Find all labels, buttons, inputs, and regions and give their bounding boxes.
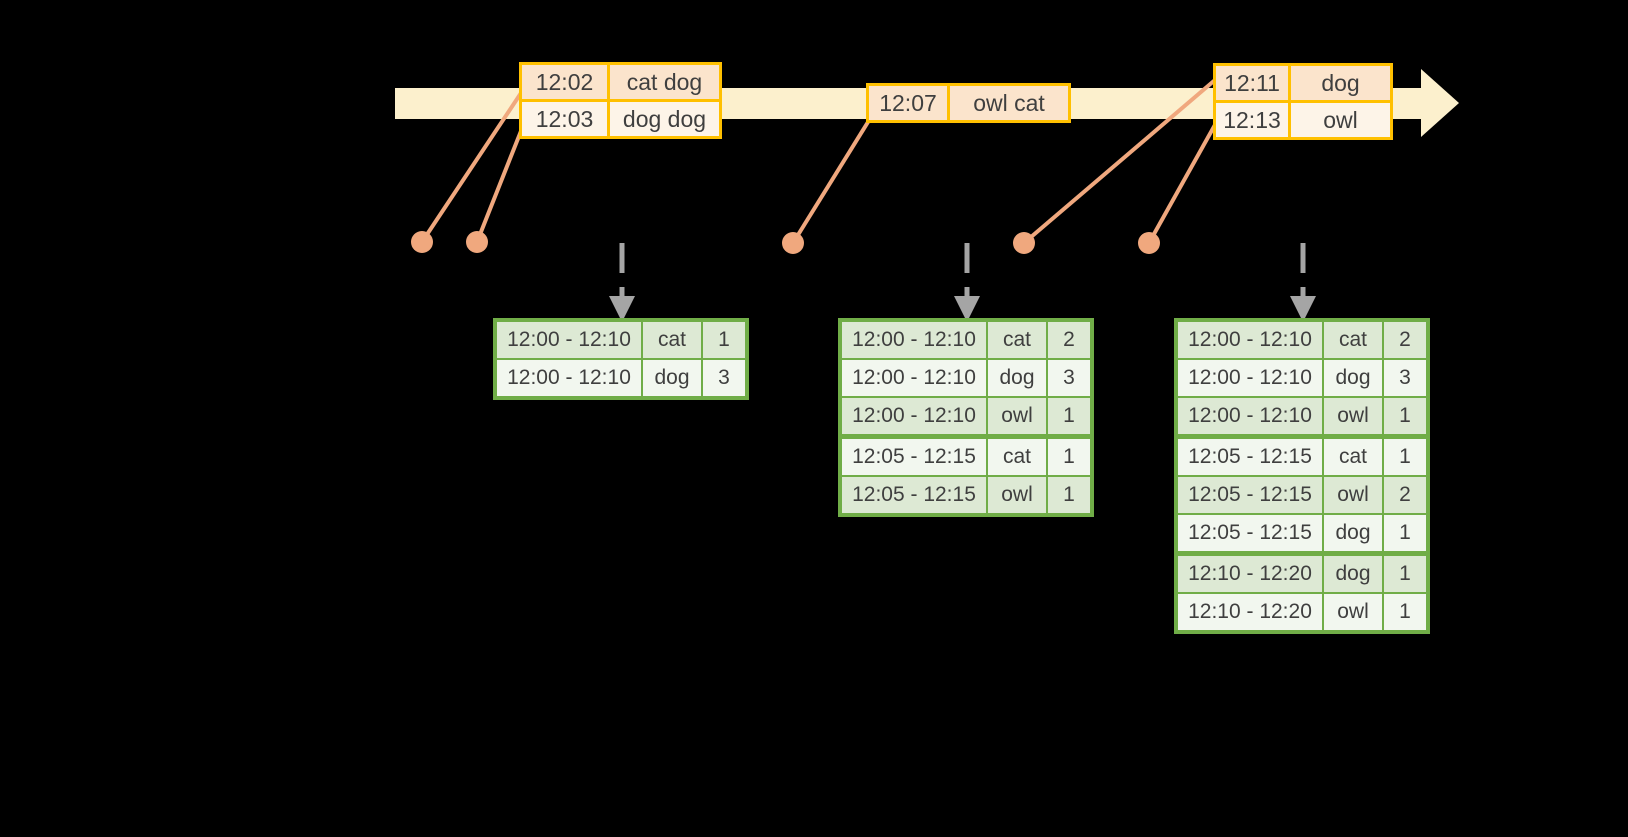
result-count: 2 — [1048, 322, 1090, 358]
result-count: 2 — [1384, 477, 1426, 513]
result-window: 12:05 - 12:15 — [842, 477, 986, 513]
result-window: 12:00 - 12:10 — [842, 360, 986, 396]
result-window: 12:00 - 12:10 — [497, 360, 641, 396]
result-word: owl — [988, 477, 1046, 513]
result-count: 1 — [1384, 594, 1426, 630]
event-dots — [411, 231, 1160, 254]
result-word: owl — [988, 398, 1046, 434]
event-words: cat dog — [610, 65, 719, 99]
result-word: cat — [988, 439, 1046, 475]
event-words: dog — [1291, 66, 1390, 100]
result-window: 12:00 - 12:10 — [842, 322, 986, 358]
result-window: 12:00 - 12:10 — [1178, 322, 1322, 358]
result-window: 12:05 - 12:15 — [1178, 515, 1322, 551]
event-words: dog dog — [610, 102, 719, 136]
result-count: 1 — [1384, 398, 1426, 434]
result-count: 1 — [1384, 556, 1426, 592]
result-word: cat — [643, 322, 701, 358]
event-time: 12:13 — [1216, 103, 1288, 137]
result-window: 12:10 - 12:20 — [1178, 594, 1322, 630]
result-word: owl — [1324, 594, 1382, 630]
timeline-arrowhead-icon — [1421, 69, 1459, 137]
result-count: 1 — [1384, 515, 1426, 551]
event-connector-line — [1147, 122, 1218, 244]
event-words: owl — [1291, 103, 1390, 137]
result-window: 12:05 - 12:15 — [1178, 477, 1322, 513]
event-time: 12:11 — [1216, 66, 1288, 100]
result-word: cat — [1324, 322, 1382, 358]
result-window: 12:05 - 12:15 — [842, 439, 986, 475]
event-time: 12:03 — [522, 102, 607, 136]
result-count: 1 — [1048, 398, 1090, 434]
trigger-arrows — [609, 243, 1316, 322]
result-word: owl — [1324, 398, 1382, 434]
event-connector-line — [791, 120, 870, 245]
result-word: dog — [1324, 556, 1382, 592]
result-word: dog — [643, 360, 701, 396]
result-window: 12:10 - 12:20 — [1178, 556, 1322, 592]
event-time: 12:07 — [869, 86, 947, 120]
result-word: dog — [1324, 360, 1382, 396]
result-word: owl — [1324, 477, 1382, 513]
result-word: cat — [1324, 439, 1382, 475]
result-word: dog — [1324, 515, 1382, 551]
result-window: 12:00 - 12:10 — [1178, 360, 1322, 396]
result-count: 2 — [1384, 322, 1426, 358]
result-word: cat — [988, 322, 1046, 358]
result-count: 3 — [703, 360, 745, 396]
event-dot — [782, 232, 804, 254]
event-dot — [1138, 232, 1160, 254]
result-count: 1 — [1048, 477, 1090, 513]
event-dot — [466, 231, 488, 253]
event-dot — [1013, 232, 1035, 254]
result-count: 3 — [1048, 360, 1090, 396]
result-count: 1 — [1384, 439, 1426, 475]
result-count: 1 — [1048, 439, 1090, 475]
result-word: dog — [988, 360, 1046, 396]
result-window: 12:00 - 12:10 — [842, 398, 986, 434]
event-connector-line — [475, 125, 525, 243]
result-count: 1 — [703, 322, 745, 358]
event-words: owl cat — [950, 86, 1068, 120]
result-window: 12:00 - 12:10 — [1178, 398, 1322, 434]
event-time: 12:02 — [522, 65, 607, 99]
result-window: 12:05 - 12:15 — [1178, 439, 1322, 475]
result-count: 3 — [1384, 360, 1426, 396]
result-window: 12:00 - 12:10 — [497, 322, 641, 358]
event-dot — [411, 231, 433, 253]
